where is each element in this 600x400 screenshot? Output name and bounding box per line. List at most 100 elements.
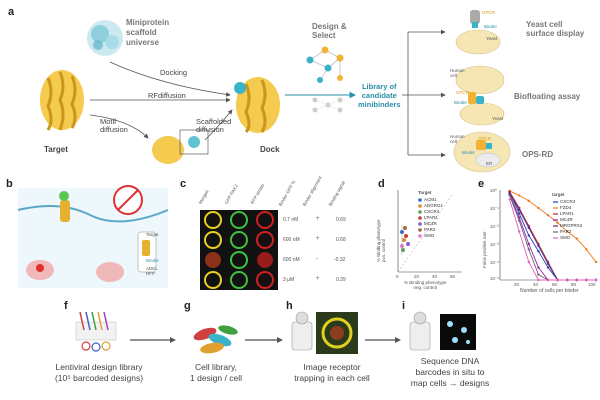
data-point [508,194,511,197]
data-point [527,260,530,264]
scaffold-label-line1: Miniprotein [126,18,170,27]
e-legend-item: FZD4 [560,205,572,210]
d-legend-item: ACM1 [424,197,437,202]
b-target-label: Target [146,232,159,237]
e-legend-item: MC4R [560,217,573,222]
data-point [518,219,521,222]
data-point [527,226,530,229]
data-point [585,278,588,282]
human-cell-1-line2: cell [450,73,457,78]
library-line2: candidate [361,91,397,100]
panel-label-f: f [64,300,68,312]
biofloating-icon [455,65,505,126]
gpcr-label-bio: GPCR [456,90,470,95]
design-select-label: Design & Select [312,22,347,40]
data-point [518,208,521,211]
h-caption: Image receptor trapping in each cell [282,362,382,384]
human-cell-label-1: Human cell [450,68,465,78]
i-caption: Sequence DNA barcodes in situ to map cel… [402,356,498,389]
i-caption-line3: map cells → designs [410,378,490,388]
rfdiffusion-label: RFdiffusion [148,91,186,100]
e-legend-item: CXCR4 [560,199,576,204]
panel-label-i: i [402,300,406,312]
motif-diffusion-protein-icon [152,129,209,164]
data-point [575,237,578,240]
h-caption-line2: trapping in each cell [294,373,370,383]
e-legend-item: SMO [560,235,571,240]
data-point [585,248,588,251]
c-row-signal: 0.39 [336,277,346,283]
target-label: Target [44,145,68,154]
yeast-label-2: Yeast [492,116,504,121]
data-point [575,278,578,282]
cell-library-icon [193,325,238,354]
g-caption: Cell library, 1 design / cell [176,362,256,384]
yeast-label-1: Yeast [486,36,498,41]
data-point [537,278,540,282]
yeast-display-label: Yeast cell surface display [526,20,584,38]
d-legend-item: ADGRG1 [424,203,444,208]
data-point [518,194,521,197]
b-adel-label: ADEL RFP [146,266,158,276]
scaffolded-line1: Scaffolded [196,117,232,126]
dock-protein-icon [234,77,280,134]
e-ytick: 10⁻⁵ [490,276,500,281]
microscopy-grid [200,210,278,290]
e-ytick: 10⁻³ [490,242,499,247]
d-legend-item: MC4R [424,221,437,226]
motif-line2: diffusion [100,125,128,134]
motif-diffusion-label: Motif diffusion [100,118,128,134]
e-xtick: 60 [552,282,558,287]
scaffold-label-line2: scaffold [126,28,157,37]
e-ytick: 10⁻¹ [490,206,499,211]
data-point [527,234,530,237]
d-xtick: 60 [450,274,456,279]
design-line1: Design & [312,22,347,31]
er-label: ER [486,161,493,166]
data-point [537,266,540,269]
data-point [527,199,530,203]
c-row-conc: 0.7 nM [283,217,299,223]
lentiviral-library-icon [75,311,117,352]
microscopy-cells [204,211,274,289]
c-row-conc: 600 nM [283,237,300,243]
c-row-conc: 600 nM [283,257,300,263]
human-cell-1-line1: Human [450,68,465,73]
scaffold-universe-label: Miniprotein scaffold universe [126,18,169,48]
data-point [537,244,540,247]
scaffolded-line2: diffusion [196,125,224,134]
g-caption-line1: Cell library, [195,362,237,372]
scaffold-universe-icon [87,20,123,56]
binder-label-yeast: Binder [484,24,498,29]
binder-label-bio: Binder [454,100,468,105]
e-legend-item: LPAR1 [560,211,574,216]
data-point [556,221,559,225]
g-caption-line2: 1 design / cell [190,373,242,383]
panel-label-d: d [378,178,385,190]
e-ytick: 10⁻⁴ [490,260,500,265]
library-line1: Library of [361,82,397,91]
f-caption: Lentiviral design library (10⁵ barcoded … [44,362,154,384]
e-legend-item: PAR2 [560,229,572,234]
sequencing-robot-icon [409,311,476,351]
gpcr-label-ops: GPCR [478,136,492,141]
d-xlabel-line1: % Binding phenotype [404,280,447,285]
yeast-display-line1: Yeast cell [526,20,563,29]
e-legend-item: MRGPRX2 [560,223,583,228]
e-ytick: 10⁻² [490,224,499,229]
opsrd-label: OPS-RD [522,150,554,159]
c-row-conc: 3 μM [283,277,295,283]
data-point [537,249,540,253]
library-line3: minibinders [358,100,401,109]
panel-label-c: c [180,178,187,190]
data-point [518,212,521,215]
cell-membrane-diagram [17,185,169,288]
data-point [527,248,530,251]
d-legend-item: LPAR1 [424,215,438,220]
human-cell-label-2: Human cell [450,134,465,144]
d-legend-item: SMO [424,233,435,238]
series-line-fzd4 [509,190,597,263]
yeast-display-line2: surface display [526,29,585,38]
biofloating-label: Biofloating assay [514,92,581,101]
